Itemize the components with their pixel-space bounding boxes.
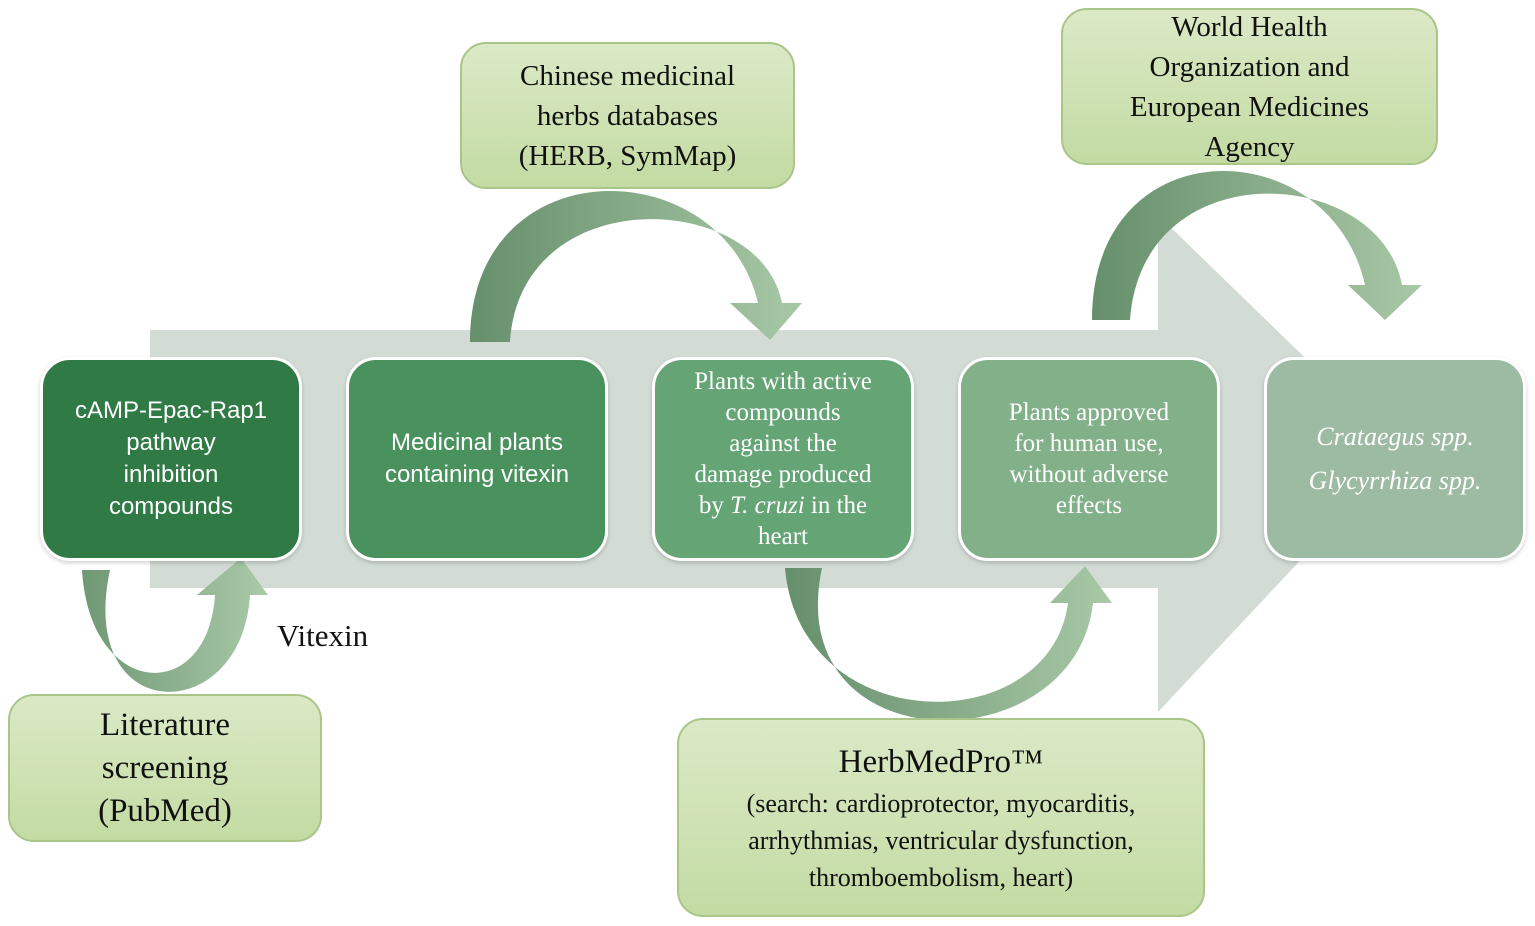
stage-active-text-after: in the heart	[758, 492, 868, 550]
curved-arrow-who	[1092, 171, 1422, 320]
stage-active-text-italic: T. cruzi	[730, 492, 805, 519]
curved-arrow-herbmedpro	[785, 566, 1112, 721]
curved-arrow-chinese-db	[470, 190, 802, 342]
stage-medicinal-text: Medicinal plants containing vitexin	[384, 429, 570, 488]
source-who-text: World Health Organization and European M…	[1129, 10, 1370, 163]
herbmedpro-search-terms: (search: cardioprotector, myocarditis, a…	[746, 789, 1136, 892]
source-literature-screening: Literature screening (PubMed)	[8, 694, 322, 842]
result-species-1: Crataegus spp.	[1316, 422, 1474, 451]
herbmedpro-title: HerbMedPro™	[838, 744, 1044, 780]
result-species-2: Glycyrrhiza spp.	[1308, 466, 1482, 495]
source-herbmedpro: HerbMedPro™ (search: cardioprotector, my…	[677, 718, 1205, 917]
stage-active-text: Plants with active compounds against the…	[694, 366, 872, 552]
source-chinese-herbs-db: Chinese medicinal herbs databases (HERB,…	[460, 42, 795, 189]
stage-camp-text: cAMP-Epac-Rap1 pathway inhibition compou…	[74, 397, 268, 520]
stage-approved-text: Plants approved for human use, without a…	[1008, 399, 1170, 519]
curved-arrow-literature	[82, 558, 268, 692]
vitexin-label: Vitexin	[277, 618, 369, 653]
source-chinese-text: Chinese medicinal herbs databases (HERB,…	[518, 59, 737, 172]
stage-result-species: Crataegus spp. Glycyrrhiza spp.	[1264, 357, 1526, 561]
stage-active-compounds: Plants with active compounds against the…	[652, 357, 914, 561]
stage-camp-epac-rap1: cAMP-Epac-Rap1 pathway inhibition compou…	[40, 357, 302, 561]
stage-approved-plants: Plants approved for human use, without a…	[958, 357, 1220, 561]
stage-medicinal-plants: Medicinal plants containing vitexin	[346, 357, 608, 561]
source-who-ema: World Health Organization and European M…	[1061, 8, 1438, 165]
source-literature-text: Literature screening (PubMed)	[98, 706, 232, 829]
stage-active-text-before: Plants with active compounds against the…	[694, 368, 872, 519]
